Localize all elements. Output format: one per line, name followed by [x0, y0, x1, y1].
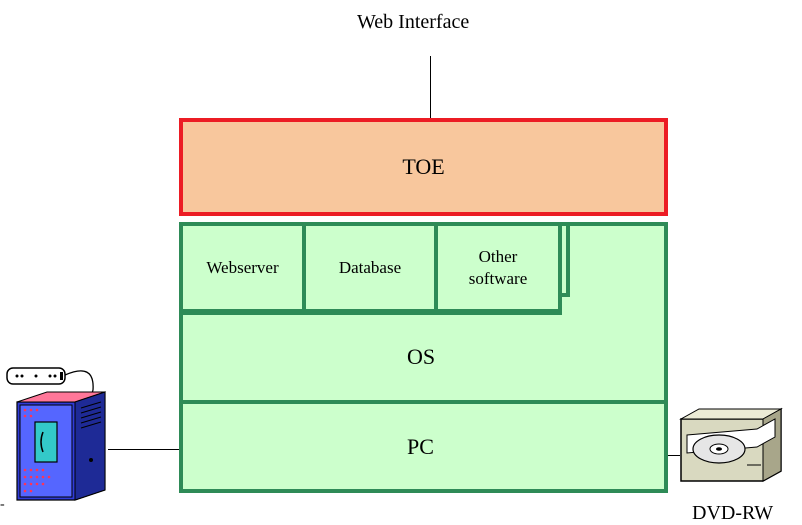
web-interface-label: Web Interface: [357, 11, 470, 33]
os-label: OS: [407, 344, 436, 369]
toe-box: TOE: [179, 118, 668, 216]
left-peripheral-mark: -: [0, 497, 5, 512]
webserver-label: Webserver: [206, 257, 279, 277]
other-software-box: Other software: [434, 222, 562, 313]
other-software-line1: Other: [478, 247, 518, 267]
toe-label: TOE: [402, 154, 445, 179]
database-label: Database: [338, 257, 402, 277]
dvd-rw-label: DVD-RW: [692, 502, 774, 524]
web-interface-connector: [430, 56, 431, 118]
dvd-connector: [668, 455, 680, 456]
server-connector: [108, 449, 179, 450]
pc-label: PC: [407, 434, 434, 459]
dvd-drive-icon: [679, 407, 783, 482]
server-with-modem-icon: [6, 367, 106, 501]
other-software-line2: software: [468, 268, 528, 288]
